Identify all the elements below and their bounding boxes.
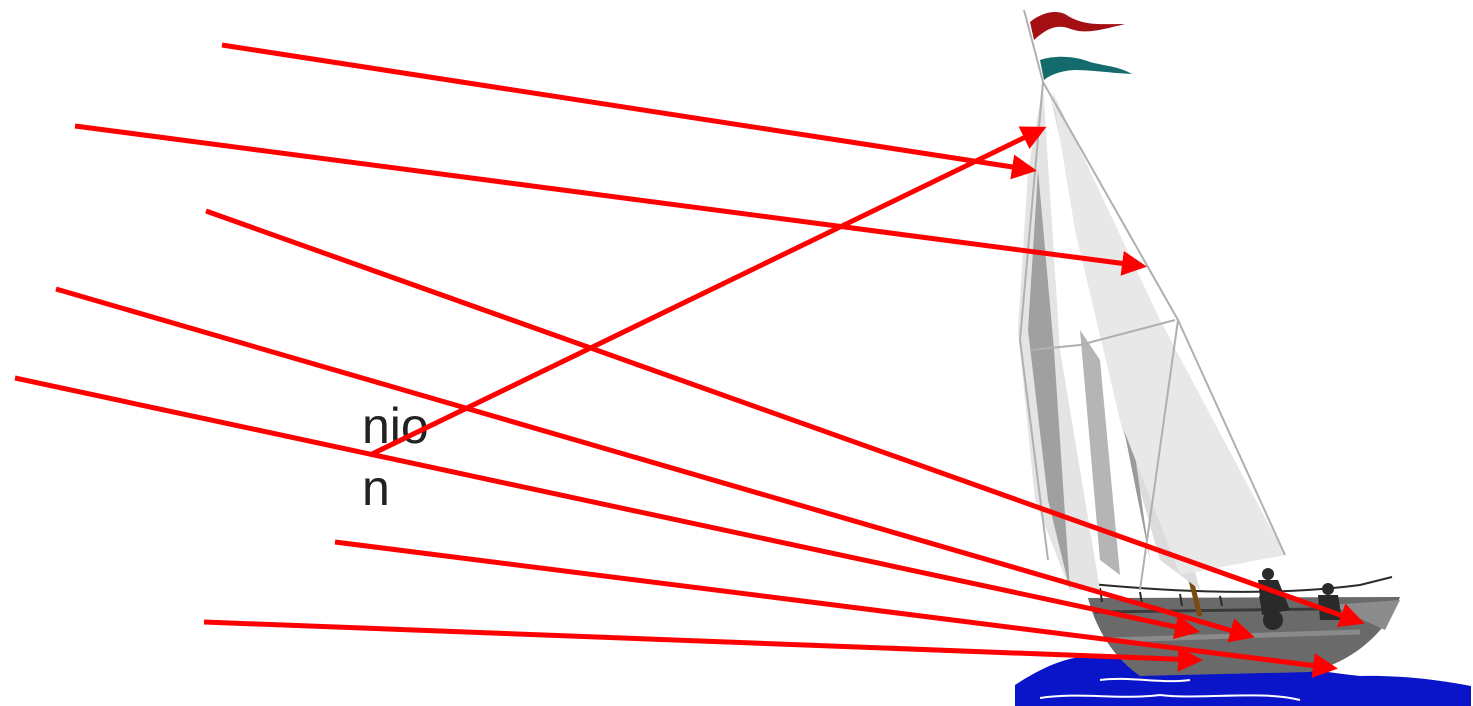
arrow-2	[75, 126, 1142, 266]
arrow-1	[222, 45, 1032, 170]
arrow-8	[204, 622, 1198, 660]
flags	[1030, 12, 1132, 80]
arrow-5	[15, 378, 1195, 631]
